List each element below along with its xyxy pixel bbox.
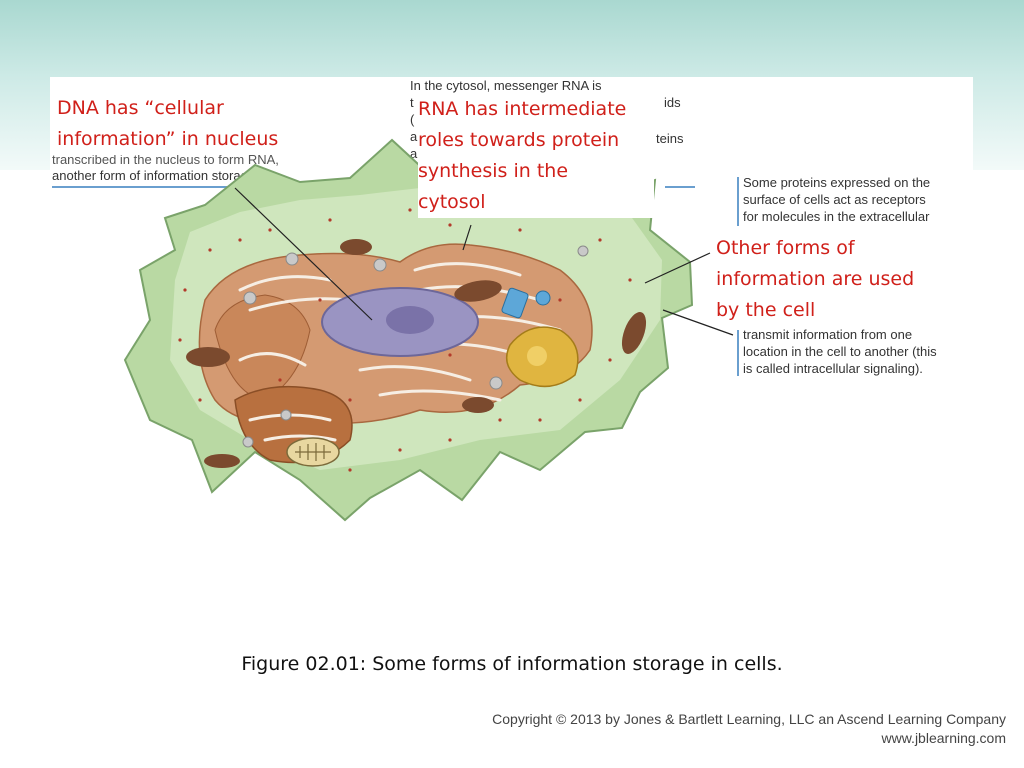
- ribosomes: [178, 208, 632, 472]
- signaling-leader-line: [662, 309, 734, 336]
- rna-leader-line: [462, 224, 472, 251]
- mitochondrion-1: [340, 239, 372, 255]
- rna-label-line-2: roles towards protein: [418, 129, 620, 151]
- mitochondrion-2: [454, 280, 502, 302]
- dna-label: DNA has “cellular information” in nucleu…: [57, 93, 311, 155]
- figure-text-mid-5: a: [410, 146, 418, 161]
- other-forms-label: Other forms of information are used by t…: [716, 233, 966, 326]
- receptor-leader-line: [644, 252, 711, 284]
- dna-leader-line: [234, 187, 373, 321]
- figure-text-right-bottom-3: is called intracellular signaling).: [743, 361, 923, 376]
- other-label-line-3: by the cell: [716, 299, 816, 321]
- rna-label-line-4: cytosol: [418, 191, 486, 213]
- mitochondrion-6: [462, 397, 494, 413]
- mitochondrion-3: [186, 347, 230, 367]
- copyright-notice: Copyright © 2013 by Jones & Bartlett Lea…: [492, 710, 1006, 748]
- figure-text-mid-4: a: [410, 129, 418, 144]
- figure-text-mid-3: (: [410, 112, 415, 127]
- mitochondria: [186, 239, 647, 468]
- figure-text-mid-2: t: [410, 95, 414, 110]
- figure-text-mid-1: In the cytosol, messenger RNA is: [410, 78, 602, 93]
- figure-text-right-top-3: for molecules in the extracellular: [743, 209, 930, 224]
- publisher-url: www.jblearning.com: [881, 730, 1007, 746]
- copyright-line: Copyright © 2013 by Jones & Bartlett Lea…: [492, 711, 1006, 727]
- figure-caption: Figure 02.01: Some forms of information …: [241, 653, 783, 675]
- dna-label-line-2: information” in nucleus: [57, 128, 279, 150]
- other-label-line-1: Other forms of: [716, 237, 855, 259]
- secretory-vesicle-cluster: [505, 326, 579, 388]
- cristae: [295, 443, 331, 461]
- nucleolus: [386, 306, 434, 334]
- dna-label-line-1: DNA has “cellular: [57, 97, 224, 119]
- mitochondrion-5: [204, 454, 240, 468]
- figure-text-right-bottom-2: location in the cell to another (this: [743, 344, 937, 359]
- other-label-line-2: information are used: [716, 268, 915, 290]
- figure-text-left-bottom: another form of information storage.: [52, 168, 259, 183]
- figure-text-left-top: transcribed in the nucleus to form RNA,: [52, 152, 279, 167]
- rna-label-line-1: RNA has intermediate: [418, 98, 627, 120]
- figure-text-mid-frag-2: teins: [656, 131, 684, 146]
- vesicles: [242, 245, 589, 448]
- figure-text-mid-frag-1: ids: [664, 95, 681, 110]
- rna-label: RNA has intermediate roles towards prote…: [418, 94, 654, 218]
- rna-label-line-3: synthesis in the: [418, 160, 569, 182]
- figure-text-right-bottom-1: transmit information from one: [743, 327, 913, 342]
- figure-text-right-top-2: surface of cells act as receptors: [743, 192, 926, 207]
- centriole-icon: [501, 287, 551, 319]
- figure-text-right-top-1: Some proteins expressed on the: [743, 175, 931, 190]
- mitochondrion-4: [621, 312, 647, 354]
